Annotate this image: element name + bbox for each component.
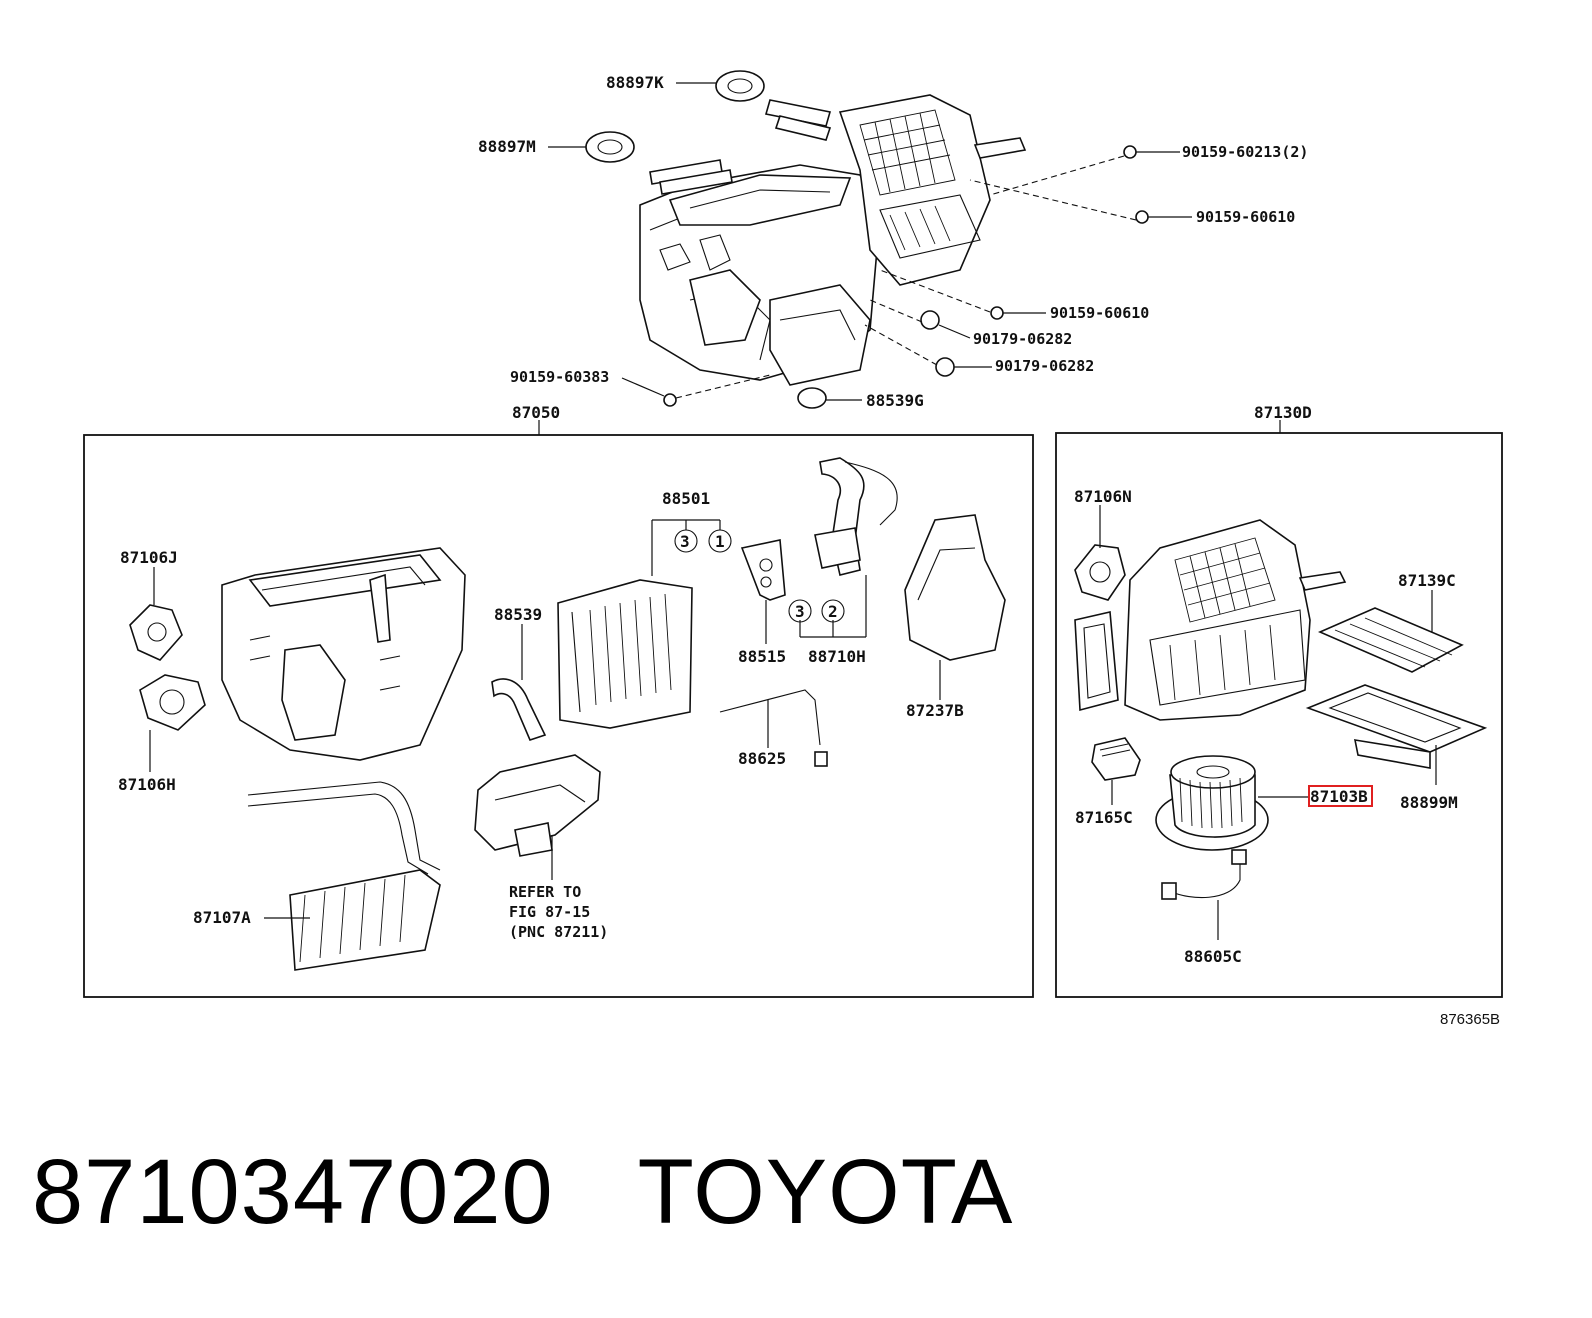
label-88515: 88515 bbox=[738, 647, 786, 666]
label-87103B: 87103B bbox=[1310, 787, 1368, 806]
caption: 8710347020 TOYOTA bbox=[32, 1140, 1013, 1245]
box-title-87130D: 87130D bbox=[1254, 403, 1312, 422]
label-88501: 88501 bbox=[662, 489, 710, 508]
label-90159-60383: 90159-60383 bbox=[510, 368, 609, 386]
refer-line-3: (PNC 87211) bbox=[509, 923, 608, 941]
refer-line-2: FIG 87-15 bbox=[509, 903, 590, 921]
circle-label-2: 2 bbox=[828, 602, 838, 621]
box-87130D-parts bbox=[1074, 505, 1488, 940]
label-87139C: 87139C bbox=[1398, 571, 1456, 590]
label-90179-06282-upper: 90179-06282 bbox=[973, 330, 1072, 348]
top-leader-lines bbox=[548, 82, 1192, 401]
top-hvac-assembly bbox=[585, 70, 1149, 409]
circle-label-3-bottom: 3 bbox=[795, 602, 805, 621]
box-title-87050: 87050 bbox=[512, 403, 560, 422]
label-88539: 88539 bbox=[494, 605, 542, 624]
label-88605C: 88605C bbox=[1184, 947, 1242, 966]
box-87130D bbox=[1055, 420, 1503, 998]
label-87237B: 87237B bbox=[906, 701, 964, 720]
label-87106J: 87106J bbox=[120, 548, 178, 567]
label-87107A: 87107A bbox=[193, 908, 251, 927]
label-88897M: 88897M bbox=[478, 137, 536, 156]
figure-id: 876365B bbox=[1440, 1011, 1500, 1028]
label-88899M: 88899M bbox=[1400, 793, 1458, 812]
label-88625: 88625 bbox=[738, 749, 786, 768]
label-88897K: 88897K bbox=[606, 73, 664, 92]
label-87165C: 87165C bbox=[1075, 808, 1133, 827]
box-87050 bbox=[83, 420, 1034, 998]
label-87106H: 87106H bbox=[118, 775, 176, 794]
label-90159-60610-lower: 90159-60610 bbox=[1050, 304, 1149, 322]
part-number: 8710347020 bbox=[32, 1141, 554, 1243]
label-90179-06282-lower: 90179-06282 bbox=[995, 357, 1094, 375]
circle-label-1: 1 bbox=[715, 532, 725, 551]
label-87106N: 87106N bbox=[1074, 487, 1132, 506]
label-88710H: 88710H bbox=[808, 647, 866, 666]
label-90159-60213: 90159-60213(2) bbox=[1182, 143, 1308, 161]
refer-line-1: REFER TO bbox=[509, 883, 581, 901]
box-87050-parts bbox=[129, 457, 1006, 971]
circle-label-3-top: 3 bbox=[680, 532, 690, 551]
brand-name: TOYOTA bbox=[637, 1141, 1014, 1243]
highlight-87103B bbox=[1308, 785, 1373, 807]
label-90159-60610-upper: 90159-60610 bbox=[1196, 208, 1295, 226]
label-88539G: 88539G bbox=[866, 391, 924, 410]
